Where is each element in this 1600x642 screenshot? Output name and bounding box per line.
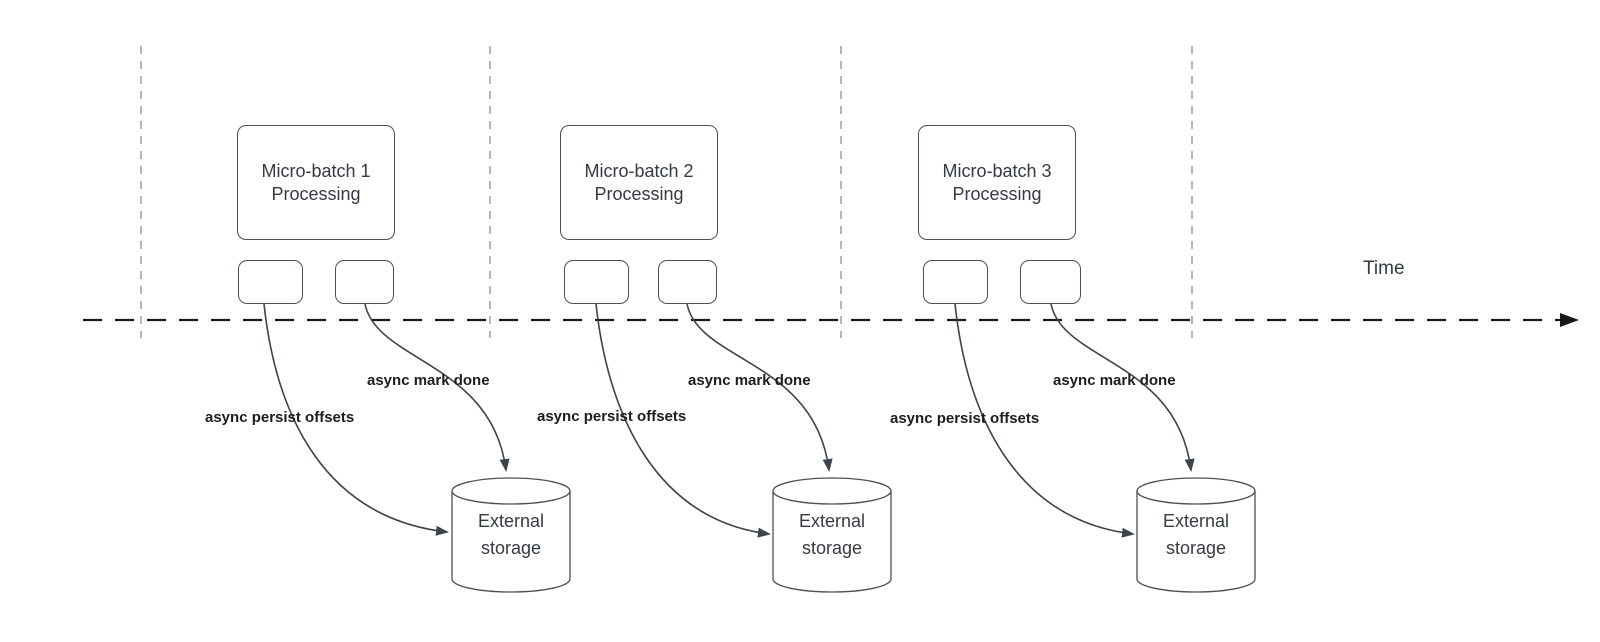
persist-offsets-arrow-1 bbox=[263, 303, 449, 536]
database-cylinder-icon-1 bbox=[451, 477, 571, 593]
task-box-markdone-3 bbox=[1020, 260, 1081, 304]
task-box-persist-1 bbox=[238, 260, 303, 304]
async-persist-offsets-label-2: async persist offsets bbox=[537, 408, 687, 425]
micro-batch-1-processing-label: Micro-batch 1 Processing bbox=[261, 160, 371, 204]
task-box-persist-3 bbox=[923, 260, 988, 304]
async-mark-done-label-3: async mark done bbox=[1053, 372, 1176, 389]
micro-batch-2-processing-label: Micro-batch 2 Processing bbox=[584, 160, 694, 204]
task-box-markdone-1 bbox=[335, 260, 394, 304]
persist-offsets-arrow-2 bbox=[595, 303, 771, 538]
async-persist-offsets-label-1: async persist offsets bbox=[205, 409, 355, 426]
async-mark-done-label-1: async mark done bbox=[367, 372, 490, 389]
mark-done-arrow-1 bbox=[364, 303, 510, 472]
time-axis-label: Time bbox=[1363, 258, 1405, 279]
async-mark-done-label-2: async mark done bbox=[688, 372, 811, 389]
micro-batch-2-processing-box: Micro-batch 2 Processing bbox=[560, 125, 718, 240]
task-box-markdone-2 bbox=[658, 260, 717, 304]
mark-done-arrow-3 bbox=[1050, 303, 1195, 472]
database-cylinder-icon-2 bbox=[772, 477, 892, 593]
async-persist-offsets-label-3: async persist offsets bbox=[890, 410, 1040, 427]
external-storage-label-2: External storage bbox=[798, 511, 866, 558]
micro-batch-3-processing-box: Micro-batch 3 Processing bbox=[918, 125, 1076, 240]
database-cylinder-icon-3 bbox=[1136, 477, 1256, 593]
micro-batch-1-processing-box: Micro-batch 1 Processing bbox=[237, 125, 395, 240]
external-storage-label-3: External storage bbox=[1162, 511, 1230, 558]
time-axis-arrowhead-icon bbox=[1560, 313, 1579, 327]
mark-done-arrow-2 bbox=[686, 303, 833, 472]
persist-offsets-arrow-3 bbox=[954, 303, 1135, 538]
external-storage-label-1: External storage bbox=[477, 511, 545, 558]
task-box-persist-2 bbox=[564, 260, 629, 304]
micro-batch-3-processing-label: Micro-batch 3 Processing bbox=[942, 160, 1052, 204]
